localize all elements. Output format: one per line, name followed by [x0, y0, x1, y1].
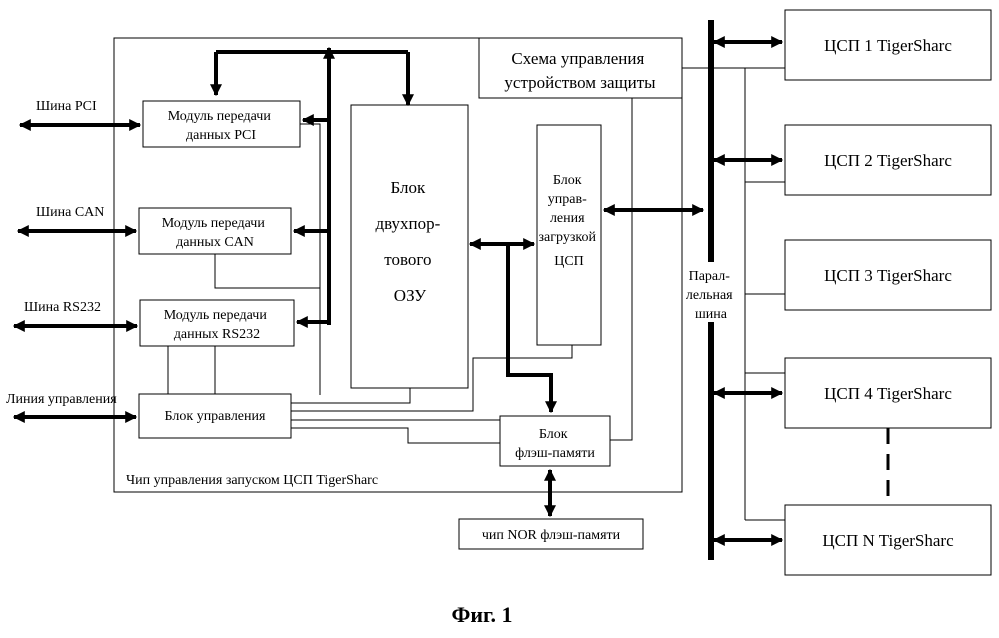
dsp-4-label: ЦСП 4 TigerSharc	[824, 384, 952, 403]
bus-can-label: Шина CAN	[36, 205, 104, 220]
ram-block-box	[351, 105, 468, 388]
control-block-label: Блок управления	[165, 409, 266, 424]
nor-flash-label: чип NOR флэш-памяти	[482, 528, 621, 543]
bus-rs232-label: Шина RS232	[24, 300, 101, 315]
dsp-n-label: ЦСП N TigerSharc	[822, 531, 954, 550]
dsp-1-label: ЦСП 1 TigerSharc	[824, 36, 952, 55]
figure-caption: Фиг. 1	[451, 602, 512, 627]
chip-label: Чип управления запуском ЦСП TigerSharc	[126, 473, 378, 488]
dsp-3-label: ЦСП 3 TigerSharc	[824, 266, 952, 285]
dsp-2-label: ЦСП 2 TigerSharc	[824, 151, 952, 170]
bus-pci-label: Шина PCI	[36, 99, 97, 114]
control-line-label: Линия управления	[6, 392, 117, 407]
